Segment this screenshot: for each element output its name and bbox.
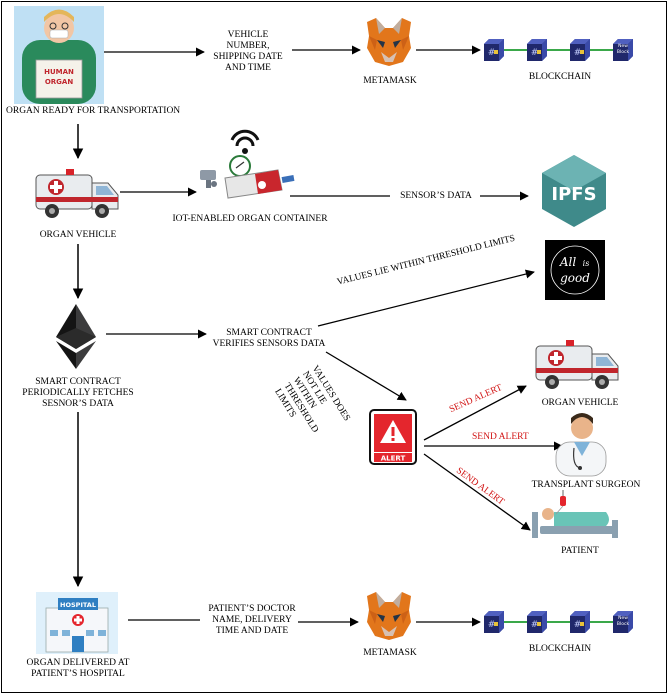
person-holding-organ-icon: HUMAN ORGAN xyxy=(14,6,104,104)
blockchain-icon-bottom xyxy=(484,611,633,633)
organ-delivered-label: ORGAN DELIVERED AT PATIENT’S HOSPITAL xyxy=(26,658,130,679)
organ-vehicle-alert-label: ORGAN VEHICLE xyxy=(541,398,619,408)
ambulance-alert-icon xyxy=(535,339,619,390)
organ-ready-label: ORGAN READY FOR TRANSPORTATION xyxy=(6,106,181,116)
svg-text:good: good xyxy=(560,271,590,285)
svg-text:ALERT: ALERT xyxy=(381,455,406,463)
new-block-label-bottom: New Block xyxy=(617,615,630,627)
smart-contract-fetches-label: SMART CONTRACT PERIODICALLY FETCHES SESN… xyxy=(22,377,134,409)
svg-text:New: New xyxy=(618,615,628,621)
organ-box-label-2: ORGAN xyxy=(45,78,74,86)
metamask-fox-icon-bottom xyxy=(367,592,411,640)
smart-contract-verifies-label: SMART CONTRACT VERIFIES SENSORS DATA xyxy=(212,328,326,349)
ambulance-icon xyxy=(35,168,119,219)
iot-container-icon xyxy=(200,129,295,199)
organ-vehicle-label: ORGAN VEHICLE xyxy=(39,230,117,240)
metamask-label-top: METAMASK xyxy=(363,76,417,86)
patient-label: PATIENT xyxy=(561,546,599,556)
svg-text:is: is xyxy=(583,259,590,268)
all-is-good-logo: All is good xyxy=(545,240,605,300)
svg-text:New: New xyxy=(618,43,628,49)
svg-text:HOSPITAL: HOSPITAL xyxy=(60,601,96,609)
new-block-label: New Block xyxy=(617,43,630,55)
metamask-fox-icon xyxy=(367,18,411,66)
blockchain-icon xyxy=(484,39,633,61)
transplant-surgeon-label: TRANSPLANT SURGEON xyxy=(531,480,641,490)
metamask-label-bottom: METAMASK xyxy=(363,648,417,658)
svg-text:Block: Block xyxy=(617,621,630,627)
surgeon-icon xyxy=(555,413,607,477)
vehicle-info-label: VEHICLE NUMBER, SHIPPING DATE AND TIME xyxy=(213,30,283,73)
doctor-info-label: PATIENT’S DOCTOR NAME, DELIVERY TIME AND… xyxy=(208,604,296,636)
svg-text:Block: Block xyxy=(617,49,630,55)
patient-icon xyxy=(532,490,618,538)
iot-container-label: IOT-ENABLED ORGAN CONTAINER xyxy=(172,214,328,224)
ethereum-icon xyxy=(56,304,96,369)
ipfs-logo: IPFS xyxy=(542,155,606,227)
sensors-data-label: SENSOR’S DATA xyxy=(400,191,472,201)
organ-box-label-1: HUMAN xyxy=(44,68,74,76)
blockchain-label-top: BLOCKCHAIN xyxy=(528,72,592,82)
svg-text:IPFS: IPFS xyxy=(551,184,596,205)
svg-text:All: All xyxy=(559,255,577,269)
blockchain-label-bottom: BLOCKCHAIN xyxy=(528,644,592,654)
send-alert-label-2: SEND ALERT xyxy=(472,432,529,442)
alert-icon: ALERT xyxy=(369,409,417,465)
hospital-icon: HOSPITAL xyxy=(36,592,118,654)
